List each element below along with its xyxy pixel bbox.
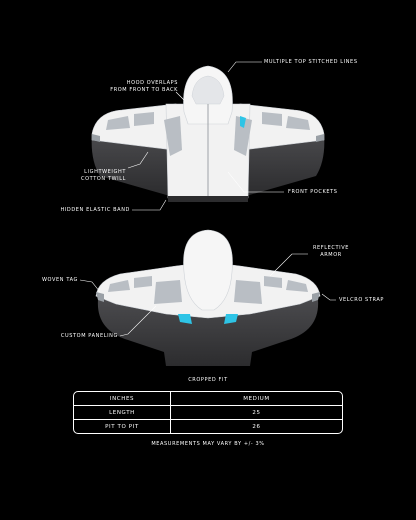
front-left-sleeve-panel-1: [106, 116, 130, 130]
label-cotton-twill: LIGHTWEIGHT COTTON TWILL: [81, 169, 126, 182]
table-row-value: 25: [171, 405, 342, 419]
back-left-reflective: [178, 314, 192, 324]
back-callout-lines: [79, 253, 336, 337]
back-left-sleeve-panel-2: [134, 276, 152, 288]
size-chart-table: INCHES MEDIUM LENGTH 25 PIT TO PIT 26: [73, 391, 343, 434]
front-left-chest-panel: [164, 116, 182, 156]
label-reflective-armor: REFLECTIVE ARMOR: [312, 245, 350, 258]
callout-line-tag: [79, 279, 101, 293]
table-header-row: INCHES MEDIUM: [74, 392, 342, 405]
measurement-note: MEASUREMENTS MAY VARY BY +/- 3%: [151, 441, 265, 447]
size-chart-title: CROPPED FIT: [188, 377, 228, 383]
callout-line-twill: [127, 151, 149, 169]
callout-line-paneling: [119, 305, 157, 337]
back-right-sleeve-panel-1: [286, 280, 308, 292]
front-right-chest-panel: [234, 116, 252, 156]
front-hem: [168, 196, 248, 202]
table-row-value: 26: [171, 419, 342, 433]
callout-line-elastic: [132, 199, 167, 211]
callout-line-armor: [269, 253, 308, 277]
front-left-sleeve-dark: [91, 134, 170, 196]
back-view: [95, 229, 321, 366]
back-left-sleeve-panel-1: [108, 280, 130, 292]
back-hood: [183, 229, 233, 311]
back-left-cuff: [96, 292, 104, 302]
back-dark-body: [97, 300, 319, 366]
back-right-cuff: [312, 292, 320, 302]
table-row-key: LENGTH: [74, 405, 171, 419]
table-header-key: INCHES: [74, 392, 171, 405]
table-row: LENGTH 25: [74, 405, 342, 419]
front-left-cuff: [92, 134, 100, 142]
front-right-sleeve-panel-2: [262, 112, 282, 126]
label-elastic-band: HIDDEN ELASTIC BAND: [60, 207, 130, 213]
front-right-cuff: [316, 134, 324, 142]
back-right-panel: [234, 280, 262, 304]
callout-line-stitched: [227, 61, 262, 73]
back-right-sleeve-panel-2: [264, 276, 282, 288]
front-right-sleeve-dark: [246, 134, 325, 196]
callout-line-pockets: [227, 171, 284, 193]
label-velcro-strap: VELCRO STRAP: [339, 297, 384, 303]
label-front-pockets: FRONT POCKETS: [288, 189, 338, 195]
front-view: [91, 65, 325, 202]
label-stitched-lines: MULTIPLE TOP STITCHED LINES: [264, 59, 358, 65]
label-custom-paneling: CUSTOM PANELING: [60, 333, 118, 339]
front-hood-opening: [191, 75, 225, 105]
front-reflective-strip: [240, 116, 246, 128]
label-woven-tag: WOVEN TAG: [42, 277, 78, 283]
table-row-key: PIT TO PIT: [74, 419, 171, 433]
back-left-panel: [154, 280, 182, 304]
callout-line-velcro: [321, 293, 336, 301]
front-left-sleeve-panel-2: [134, 112, 154, 126]
back-right-reflective: [224, 314, 238, 324]
table-header-value: MEDIUM: [243, 395, 270, 402]
callout-line-hood: [175, 91, 185, 101]
label-hood-overlaps: HOOD OVERLAPS FROM FRONT TO BACK: [110, 80, 178, 93]
front-callout-lines: [127, 61, 284, 211]
front-right-sleeve-panel-1: [286, 116, 310, 130]
table-row: PIT TO PIT 26: [74, 419, 342, 433]
